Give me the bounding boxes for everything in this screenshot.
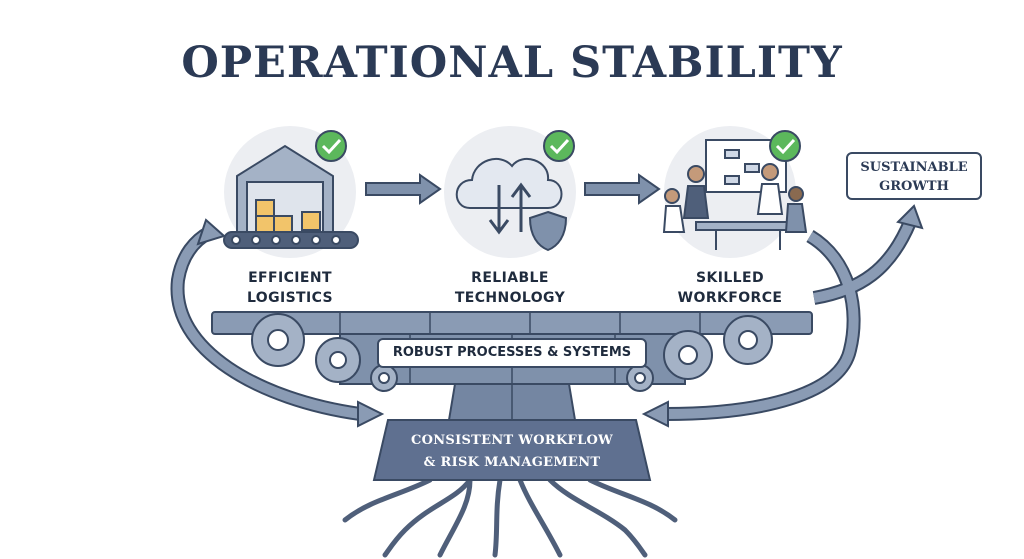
check-icon xyxy=(315,130,347,162)
pillar-line2: LOGISTICS xyxy=(246,290,334,306)
pillar-label-logistics: EFFICIENT LOGISTICS xyxy=(230,268,350,308)
arrowhead xyxy=(196,218,226,246)
callout-line2: GROWTH xyxy=(879,179,949,194)
base-line2: & RISK MANAGEMENT xyxy=(423,455,601,470)
check-icon xyxy=(543,130,575,162)
check-badges xyxy=(315,130,801,162)
arrowhead xyxy=(896,204,924,230)
pillar-label-workforce: SKILLED WORKFORCE xyxy=(670,268,790,308)
base-label: CONSISTENT WORKFLOW & RISK MANAGEMENT xyxy=(386,430,638,474)
pillar-line1: RELIABLE xyxy=(471,270,549,286)
team-meeting-icon xyxy=(662,139,808,250)
base-line1: CONSISTENT WORKFLOW xyxy=(410,433,614,448)
arrowhead xyxy=(641,400,669,428)
warehouse-icon xyxy=(223,144,359,249)
pillar-line2: TECHNOLOGY xyxy=(454,290,566,306)
pillar-line1: EFFICIENT xyxy=(248,270,332,286)
cloud-sync-icon xyxy=(455,157,568,252)
page-title: OPERATIONAL STABILITY xyxy=(181,38,843,88)
pillar-label-technology: RELIABLE TECHNOLOGY xyxy=(440,268,580,308)
roots xyxy=(342,477,678,558)
pillar-line1: SKILLED xyxy=(696,270,764,286)
gears xyxy=(251,313,773,392)
flow-arrows xyxy=(365,173,661,205)
arrowhead xyxy=(357,400,385,428)
platform-label: ROBUST PROCESSES & SYSTEMS xyxy=(377,338,647,368)
pillar-line2: WORKFORCE xyxy=(677,290,783,306)
check-icon xyxy=(769,130,801,162)
base-block xyxy=(372,419,652,481)
sustainable-growth-callout: SUSTAINABLE GROWTH xyxy=(846,152,982,200)
callout-line1: SUSTAINABLE xyxy=(860,160,968,175)
